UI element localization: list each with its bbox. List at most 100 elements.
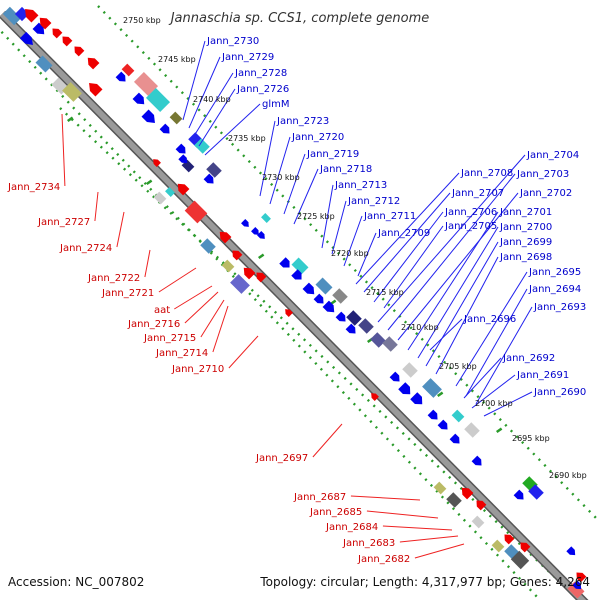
reverse-gene-label: Jann_2710 — [171, 364, 224, 375]
forward-gene-label: Jann_2726 — [236, 84, 289, 95]
forward-gene-label: Jann_2700 — [499, 222, 552, 233]
forward-gene-label: Jann_2706 — [444, 207, 497, 218]
forward-gene-arrow — [345, 323, 356, 334]
forward-callout-line — [425, 241, 499, 367]
forward-callout-line — [269, 136, 291, 205]
forward-gene-label: Jann_2720 — [291, 132, 344, 143]
reverse-gene-arrow — [52, 28, 63, 39]
forward-gene-label: Jann_2696 — [463, 314, 516, 325]
forward-gene-arrow — [427, 409, 438, 420]
backbone-line — [0, 11, 587, 600]
forward-gene-label: Jann_2692 — [502, 353, 555, 364]
gene-block — [169, 111, 183, 125]
kbp-tick-label: 2695 kbp — [512, 434, 550, 443]
reverse-gene-arrow — [256, 272, 267, 283]
gene-block — [153, 191, 167, 205]
forward-gene-arrow — [437, 419, 448, 430]
forward-gene-arrow — [335, 311, 346, 322]
reverse-gene-arrow — [520, 542, 531, 553]
forward-callout-line — [357, 232, 377, 277]
reverse-gene-arrow — [153, 159, 161, 167]
gene-block — [446, 492, 462, 508]
gene-block — [510, 550, 530, 570]
gene-block — [145, 87, 171, 113]
forward-callout-line — [483, 391, 533, 417]
forward-callout-line — [407, 211, 499, 351]
backbone-axis — [0, 10, 589, 600]
forward-gene-label: Jann_2705 — [444, 221, 497, 232]
reverse-callout-line — [144, 249, 151, 278]
gene-block — [221, 259, 235, 273]
reverse-callout-line — [382, 525, 453, 531]
forward-gene-label: Jann_2691 — [516, 370, 569, 381]
gc-tick — [495, 427, 503, 434]
forward-gene-arrow — [449, 433, 460, 444]
forward-callout-line — [455, 271, 528, 387]
forward-gene-arrow — [279, 257, 290, 268]
forward-callout-line — [293, 168, 319, 225]
reverse-gene-arrow — [89, 83, 103, 97]
forward-callout-line — [429, 318, 463, 351]
forward-callout-line — [417, 226, 499, 359]
forward-gene-label: Jann_2729 — [221, 52, 274, 63]
forward-gene-label: Jann_2695 — [528, 267, 581, 278]
gene-features — [2, 6, 587, 599]
forward-gene-arrow — [410, 392, 423, 405]
reverse-gene-label: aat — [154, 305, 170, 316]
forward-gene-label: Jann_2704 — [526, 150, 579, 161]
forward-gene-arrow — [572, 580, 582, 590]
gene-block — [451, 409, 465, 423]
gene-block — [422, 378, 442, 398]
forward-callout-line — [397, 192, 519, 341]
forward-callout-line — [463, 357, 502, 399]
gene-block — [382, 336, 398, 352]
forward-gene-label: Jann_2690 — [533, 387, 586, 398]
gene-block — [528, 484, 544, 500]
gene-block — [370, 332, 386, 348]
reverse-gene-arrow — [39, 17, 52, 30]
forward-callout-line — [387, 173, 516, 331]
forward-gene-arrow — [302, 282, 315, 295]
forward-gene-arrow — [566, 546, 576, 556]
reverse-gene-label: Jann_2683 — [342, 538, 395, 549]
reverse-gene-label: Jann_2734 — [7, 182, 60, 193]
reverse-callout-line — [228, 335, 259, 369]
gene-block — [464, 422, 480, 438]
reverse-gene-arrow — [461, 487, 474, 500]
forward-gene-label: Jann_2713 — [334, 180, 387, 191]
forward-callout-line — [355, 172, 460, 285]
forward-callout-line — [182, 40, 206, 121]
forward-callout-line — [373, 211, 444, 303]
gc-dotted-track — [0, 28, 541, 600]
forward-callout-line — [259, 120, 276, 197]
gc-tick — [145, 179, 153, 186]
forward-gene-arrow — [389, 371, 400, 382]
reverse-gene-arrow — [476, 500, 487, 511]
reverse-callout-line — [94, 191, 99, 222]
reverse-gene-arrow — [74, 46, 85, 57]
forward-gene-arrow — [141, 109, 155, 123]
gene-block — [35, 55, 53, 73]
forward-gene-label: Jann_2711 — [363, 211, 416, 222]
kbp-tick-label: 2740 kbp — [193, 95, 231, 104]
forward-gene-label: Jann_2730 — [206, 36, 259, 47]
reverse-gene-arrow — [219, 231, 232, 244]
summary-text: Topology: circular; Length: 4,317,977 bp… — [259, 575, 590, 589]
forward-gene-arrow — [19, 31, 33, 45]
forward-gene-arrow — [115, 71, 126, 82]
forward-gene-label: Jann_2698 — [499, 252, 552, 263]
gene-block — [206, 162, 222, 178]
forward-callout-line — [188, 56, 221, 129]
gene-block — [315, 277, 333, 295]
kbp-tick-label: 2710 kbp — [401, 323, 439, 332]
forward-gene-label: Jann_2703 — [516, 169, 569, 180]
accession-text: Accession: NC_007802 — [8, 575, 144, 589]
forward-callout-line — [331, 200, 347, 255]
forward-gene-label: Jann_2701 — [499, 207, 552, 218]
reverse-gene-label: Jann_2715 — [143, 333, 196, 344]
kbp-tick-label: 2750 kbp — [123, 16, 161, 25]
reverse-gene-label: Jann_2727 — [37, 217, 90, 228]
forward-gene-label: Jann_2718 — [319, 164, 372, 175]
forward-callout-line — [465, 288, 528, 397]
kbp-tick-label: 2725 kbp — [297, 212, 335, 221]
